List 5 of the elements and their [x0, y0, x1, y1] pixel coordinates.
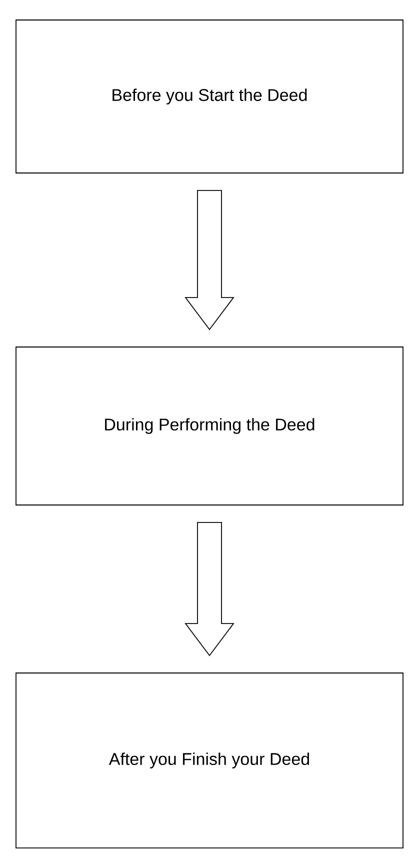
process-box: During Performing the Deed: [16, 346, 404, 506]
block-arrow: [184, 190, 234, 330]
process-box: Before you Start the Deed: [16, 20, 404, 174]
block-arrow: [184, 522, 234, 656]
process-box: After you Finish your Deed: [16, 672, 404, 848]
